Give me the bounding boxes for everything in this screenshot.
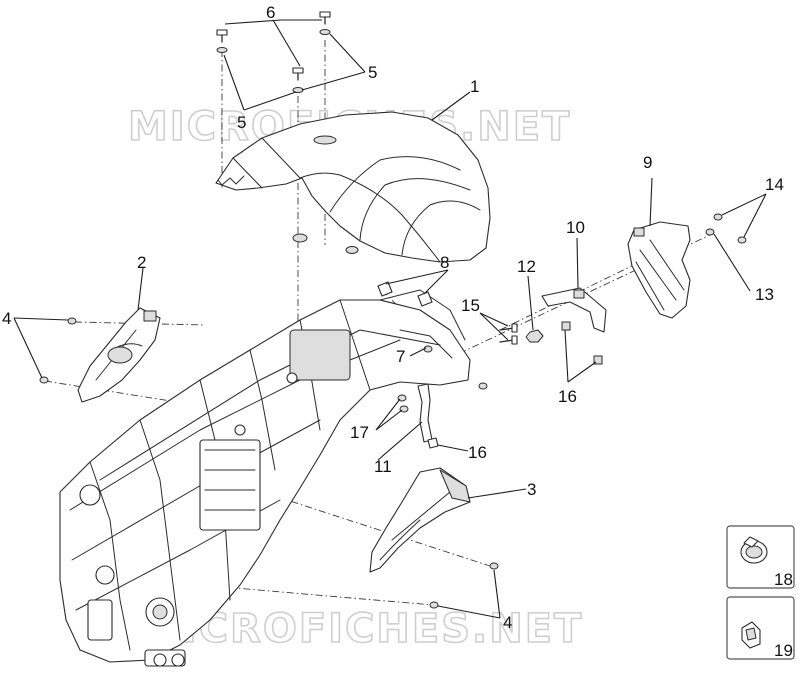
callout-4b: 4 — [503, 613, 512, 632]
screw-icon — [429, 601, 439, 609]
callout-11: 11 — [374, 457, 392, 476]
callout-16a: 16 — [558, 387, 577, 406]
callout-16b: 16 — [468, 443, 487, 462]
clip-nut-icon — [427, 437, 439, 449]
callouts: 1 2 3 4 4 5 5 6 7 8 9 10 11 12 13 14 15 … — [2, 3, 793, 660]
callout-18: 18 — [774, 570, 793, 589]
callout-9: 9 — [643, 153, 652, 172]
callout-4a: 4 — [2, 309, 11, 328]
callout-6: 6 — [266, 3, 275, 22]
left-side-panel — [77, 307, 161, 403]
screw-icon — [713, 213, 723, 221]
callout-2: 2 — [137, 253, 146, 272]
callout-12: 12 — [517, 257, 536, 276]
washer-icon — [216, 47, 228, 53]
washer-icon — [319, 29, 331, 35]
bolt-icon — [319, 11, 331, 25]
washer-icon — [292, 87, 304, 93]
fender-bolts — [216, 11, 331, 93]
screws-15 — [499, 323, 518, 345]
nut-icon — [525, 329, 544, 343]
callout-13: 13 — [755, 285, 774, 304]
callout-17: 17 — [350, 423, 369, 442]
inset-box-19 — [726, 596, 795, 660]
callout-15: 15 — [461, 296, 480, 315]
inset-box-18 — [726, 525, 795, 589]
screw-icon — [67, 317, 77, 325]
motorcycle-frame — [59, 289, 471, 667]
leader-lines — [13, 19, 767, 619]
screw-icon — [489, 562, 499, 570]
callout-7: 7 — [396, 347, 405, 366]
bracket-part — [417, 383, 433, 443]
callout-5a: 5 — [368, 63, 377, 82]
callout-1: 1 — [470, 77, 479, 96]
right-side-panel — [369, 467, 471, 573]
screw-icon — [705, 228, 715, 236]
rear-light-cover — [627, 221, 691, 319]
screw-icon — [39, 376, 49, 384]
plate-bracket-part — [541, 287, 607, 365]
bolt-icon — [216, 29, 228, 43]
bolt-icon — [292, 67, 304, 81]
callout-8: 8 — [440, 253, 449, 272]
callout-19: 19 — [774, 641, 793, 660]
callout-14: 14 — [765, 175, 784, 194]
screw-icon — [737, 236, 747, 244]
callout-10: 10 — [566, 218, 585, 237]
rear-fender-part — [215, 111, 491, 263]
callout-3: 3 — [527, 480, 536, 499]
callout-5b: 5 — [237, 113, 246, 132]
